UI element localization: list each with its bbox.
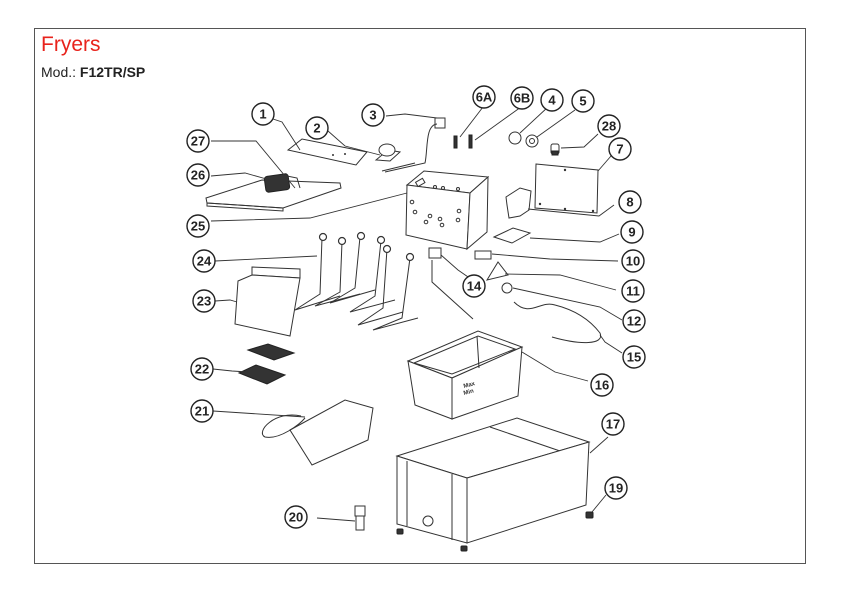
part-basket: [262, 399, 374, 466]
svg-text:7: 7: [616, 142, 623, 157]
part-lid: [205, 173, 342, 212]
part-foot: [585, 511, 594, 519]
part-heating-elements: [294, 231, 419, 331]
callout-8: 8: [618, 190, 642, 214]
callout-28: 28: [597, 114, 621, 138]
leader-lines: [210, 106, 623, 522]
callout-12: 12: [622, 309, 646, 333]
tank-min-mark: Min: [463, 388, 475, 397]
callout-5: 5: [571, 89, 595, 113]
svg-text:28: 28: [602, 119, 616, 134]
svg-text:5: 5: [579, 94, 586, 109]
svg-text:9: 9: [628, 225, 635, 240]
svg-text:22: 22: [195, 362, 209, 377]
svg-text:11: 11: [626, 284, 640, 299]
svg-text:4: 4: [548, 93, 556, 108]
svg-text:17: 17: [606, 417, 620, 432]
part-gasket-upper: [246, 343, 296, 361]
part-microswitch: [474, 250, 492, 260]
svg-text:20: 20: [289, 510, 303, 525]
tank-max-mark: Max: [463, 381, 476, 390]
callout-9: 9: [620, 220, 644, 244]
svg-text:12: 12: [627, 314, 641, 329]
part-rear-panel: [534, 163, 599, 214]
callout-11: 11: [621, 279, 645, 303]
svg-text:14: 14: [467, 279, 482, 294]
callout-24: 24: [192, 249, 216, 273]
callout-17: 17: [601, 412, 625, 436]
callout-27: 27: [186, 129, 210, 153]
part-cable-gland: [501, 282, 513, 294]
part-thermostat: [381, 117, 446, 173]
callout-2: 2: [305, 116, 329, 140]
svg-text:16: 16: [595, 378, 609, 393]
part-gasket-lower: [237, 364, 287, 385]
svg-text:3: 3: [369, 108, 376, 123]
callout-20: 20: [284, 505, 308, 529]
part-indicator-lamp: [508, 131, 522, 145]
callout-23: 23: [192, 289, 216, 313]
callout-6a: 6A: [472, 85, 496, 109]
page-title: Fryers: [41, 33, 101, 56]
part-body: [395, 417, 591, 552]
svg-text:19: 19: [609, 481, 623, 496]
part-probe-6b: [468, 134, 473, 149]
model-prefix: Mod.:: [41, 64, 77, 80]
part-control-plate: [286, 138, 368, 166]
part-oil-tank: Max Min: [406, 330, 524, 420]
part-safety-thermostat: [428, 247, 474, 320]
svg-text:26: 26: [191, 168, 205, 183]
callout-15: 15: [622, 345, 646, 369]
callout-1: 1: [251, 102, 275, 126]
callout-14: 14: [462, 274, 486, 298]
part-control-box: [405, 170, 490, 251]
callout-16: 16: [590, 373, 614, 397]
callout-26: 26: [186, 163, 210, 187]
svg-text:27: 27: [191, 134, 205, 149]
part-drain-tap: [354, 505, 366, 531]
part-switch-bracket: [485, 261, 509, 281]
svg-text:10: 10: [626, 254, 640, 269]
svg-text:24: 24: [197, 254, 212, 269]
part-bracket: [505, 187, 532, 219]
svg-text:25: 25: [191, 219, 205, 234]
part-power-cable: [513, 301, 602, 344]
callout-22: 22: [190, 357, 214, 381]
callout-21: 21: [190, 399, 214, 423]
svg-text:8: 8: [626, 195, 633, 210]
model-number: F12TR/SP: [79, 64, 146, 80]
callout-19: 19: [604, 476, 628, 500]
svg-text:6B: 6B: [514, 91, 531, 106]
svg-text:2: 2: [313, 121, 320, 136]
callout-7: 7: [608, 137, 632, 161]
svg-text:1: 1: [259, 107, 266, 122]
svg-text:23: 23: [197, 294, 211, 309]
callout-3: 3: [361, 103, 385, 127]
part-pilot-light: [550, 143, 560, 156]
part-element-cover: [234, 266, 301, 337]
model-label: Mod.: F12TR/SP: [41, 65, 145, 79]
part-terminal-board: [492, 227, 532, 244]
svg-text:6A: 6A: [476, 90, 493, 105]
callout-4: 4: [540, 88, 564, 112]
part-probe-6a: [453, 135, 458, 149]
callout-10: 10: [621, 249, 645, 273]
part-knob: [374, 143, 402, 162]
svg-text:21: 21: [195, 404, 209, 419]
callout-25: 25: [186, 214, 210, 238]
callout-6b: 6B: [510, 86, 534, 110]
svg-text:15: 15: [627, 350, 641, 365]
